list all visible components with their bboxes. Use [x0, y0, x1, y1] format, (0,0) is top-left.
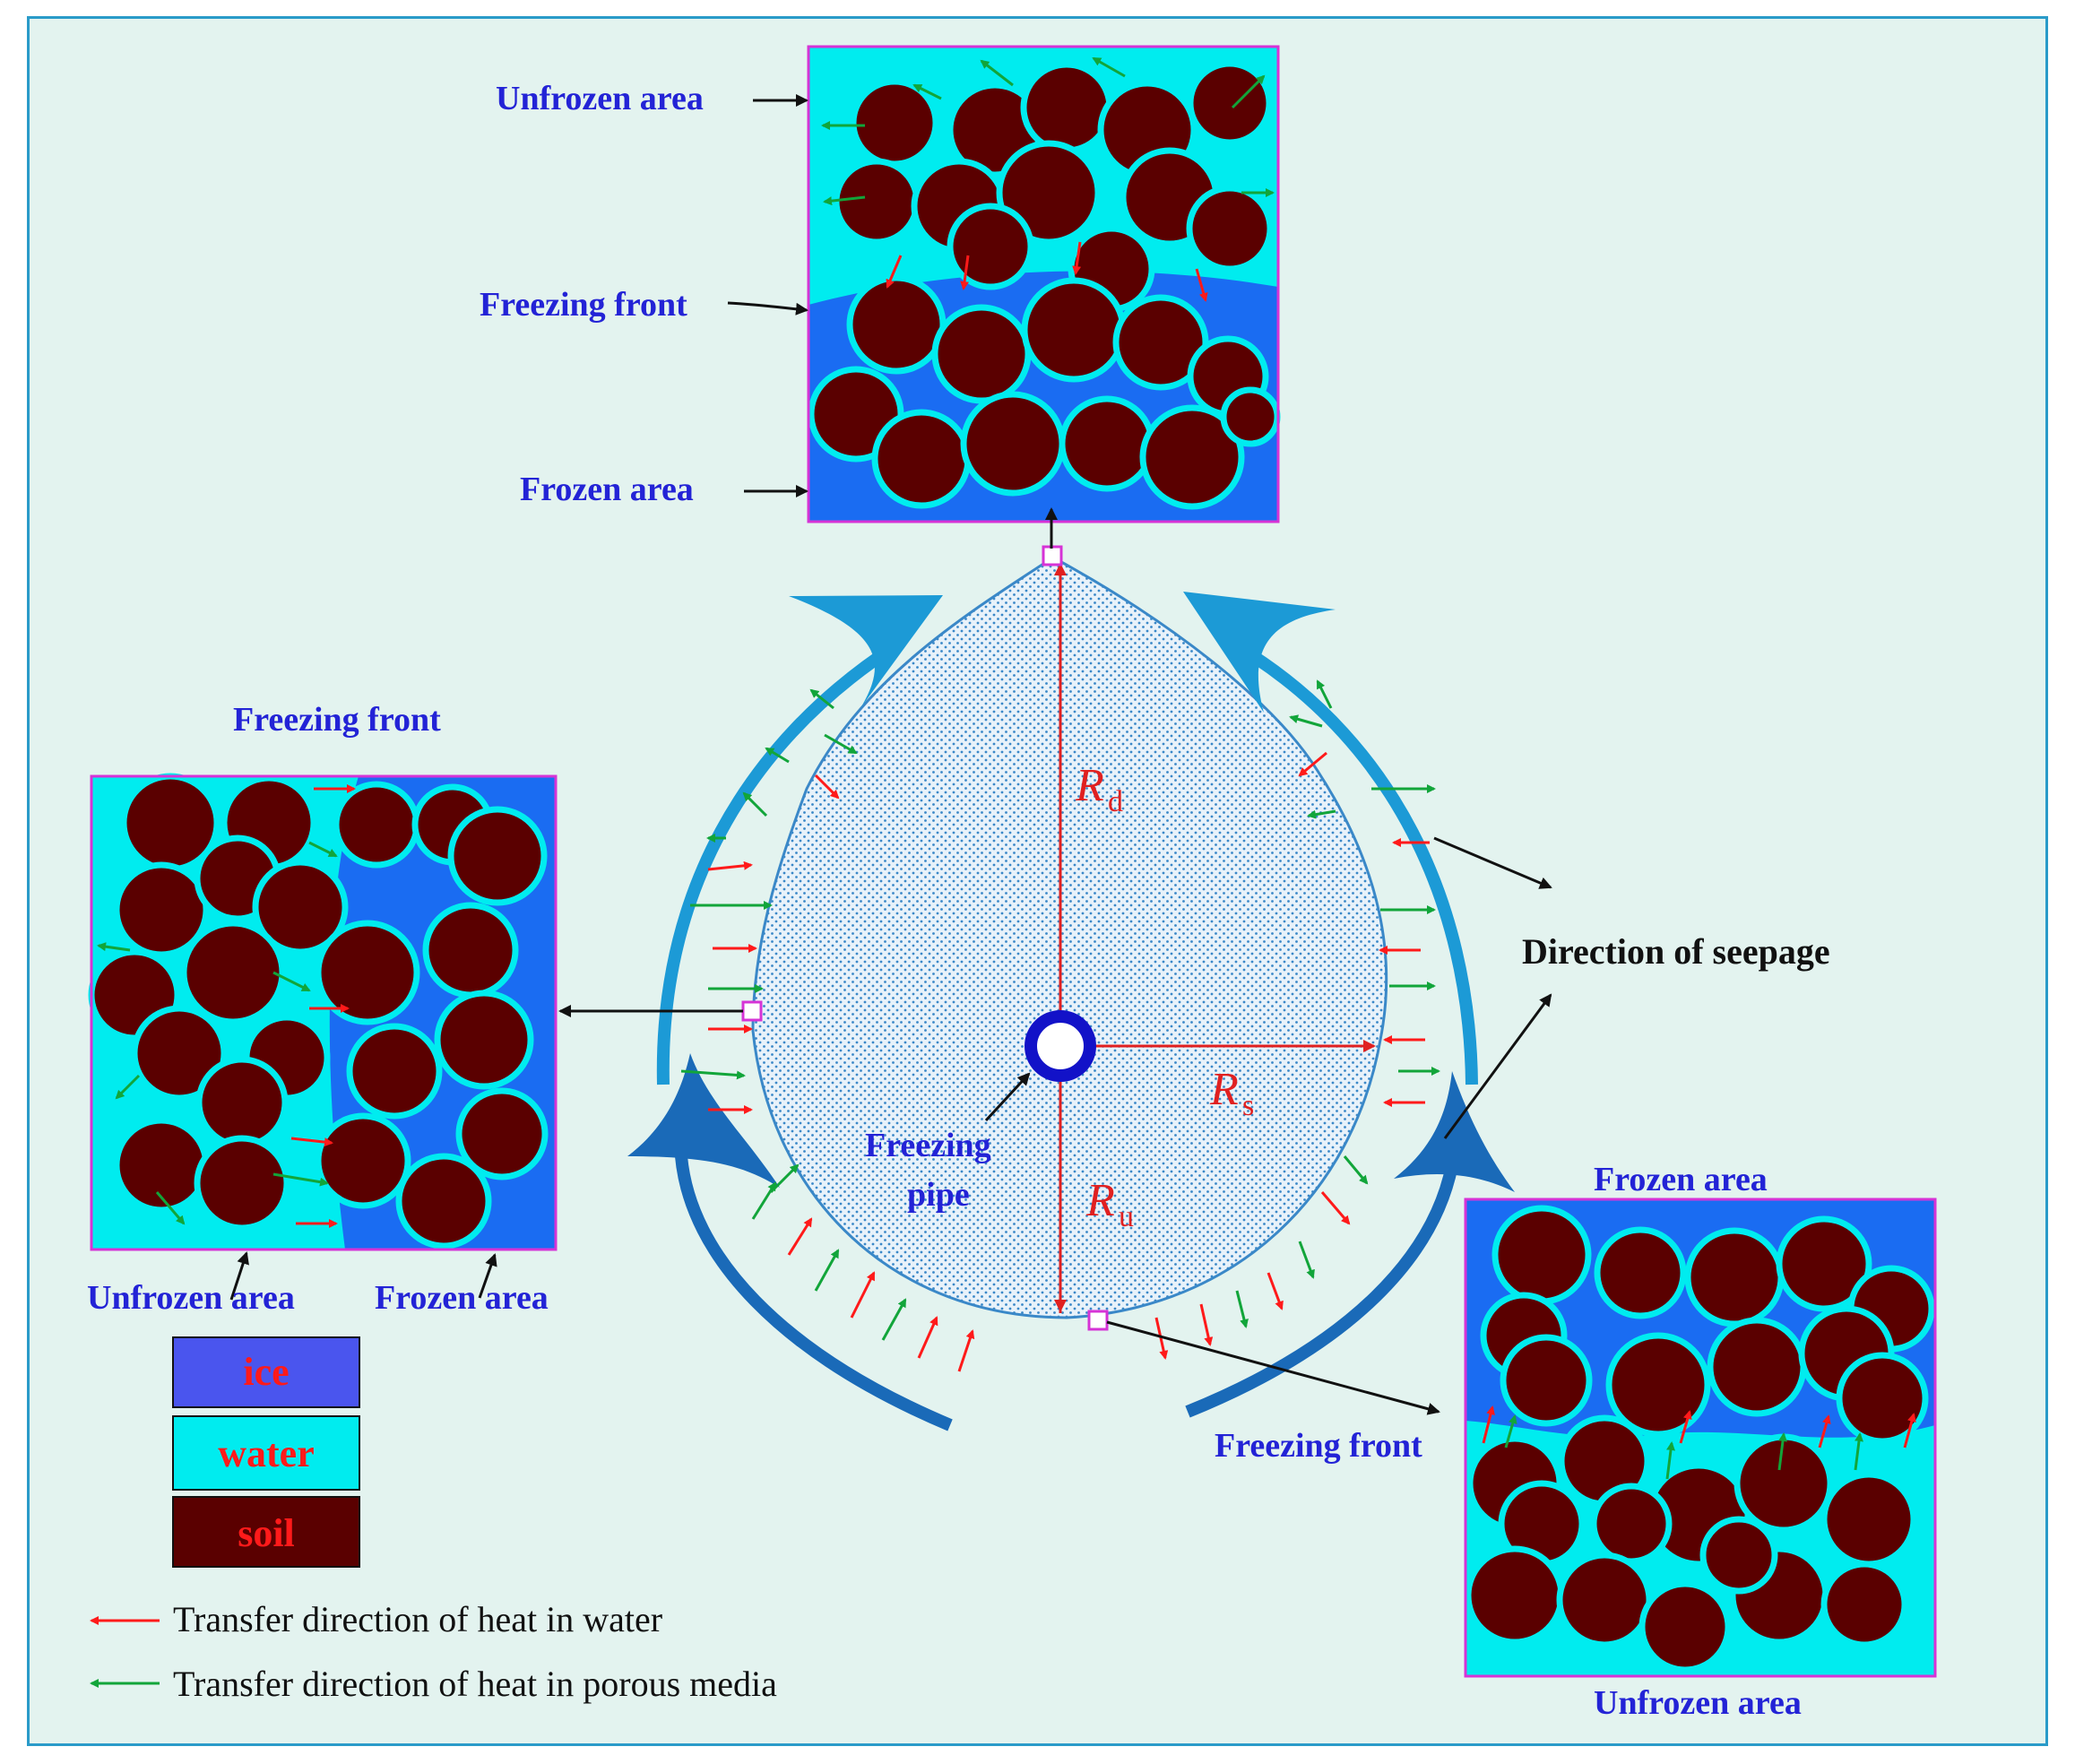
svg-text:R: R [1075, 760, 1104, 811]
pipe-label-line2: pipe [907, 1176, 970, 1214]
rd-symbol: R d [1075, 760, 1123, 818]
legend-water-label: water [218, 1431, 315, 1475]
legend-ice-swatch [172, 1336, 360, 1408]
frozen-wall [751, 556, 1388, 1319]
right-inset-border [1464, 1198, 1937, 1678]
top-inset [807, 45, 1281, 523]
left-inset [88, 773, 558, 1251]
legend-heat-water-label: Transfer direction of heat in water [173, 1599, 662, 1639]
dimension-lines [1054, 563, 1376, 1313]
svg-text:d: d [1108, 785, 1123, 818]
legend-heat-porous-label: Transfer direction of heat in porous med… [173, 1664, 777, 1704]
legend-ice-label: ice [243, 1350, 289, 1394]
left-frozen-label: Frozen area [375, 1279, 549, 1317]
top-front-label: Freezing front [480, 286, 687, 324]
seepage-arrows [627, 592, 1515, 1431]
right-frozen-label: Frozen area [1594, 1161, 1768, 1198]
legend-soil-swatch [172, 1496, 360, 1568]
ru-symbol: R u [1085, 1175, 1134, 1233]
legend-soil-label: soil [238, 1511, 295, 1555]
pointer-arrows [229, 94, 1552, 1415]
svg-text:u: u [1119, 1200, 1134, 1233]
left-front-label: Freezing front [233, 701, 441, 739]
right-unfrozen-label: Unfrozen area [1594, 1684, 1802, 1722]
right-inset [1464, 1198, 1937, 1678]
legend-water-swatch [172, 1415, 360, 1491]
freezing-pipe [1025, 1010, 1096, 1082]
top-inset-border [807, 45, 1280, 523]
right-front-label: Freezing front [1215, 1427, 1422, 1465]
legend: ice water soil Transfer direction of hea… [90, 1336, 777, 1704]
svg-text:R: R [1209, 1064, 1239, 1115]
top-unfrozen-label: Unfrozen area [496, 80, 704, 117]
pipe-label-line1: Freezing [865, 1127, 991, 1164]
top-frozen-label: Frozen area [520, 471, 694, 508]
rs-symbol: R s [1209, 1064, 1254, 1122]
left-unfrozen-label: Unfrozen area [87, 1279, 295, 1317]
seepage-label: Direction of seepage [1522, 931, 1830, 972]
left-inset-border [90, 774, 558, 1251]
heat-arrows [680, 679, 1440, 1372]
svg-text:R: R [1085, 1175, 1115, 1226]
svg-text:s: s [1242, 1089, 1254, 1122]
